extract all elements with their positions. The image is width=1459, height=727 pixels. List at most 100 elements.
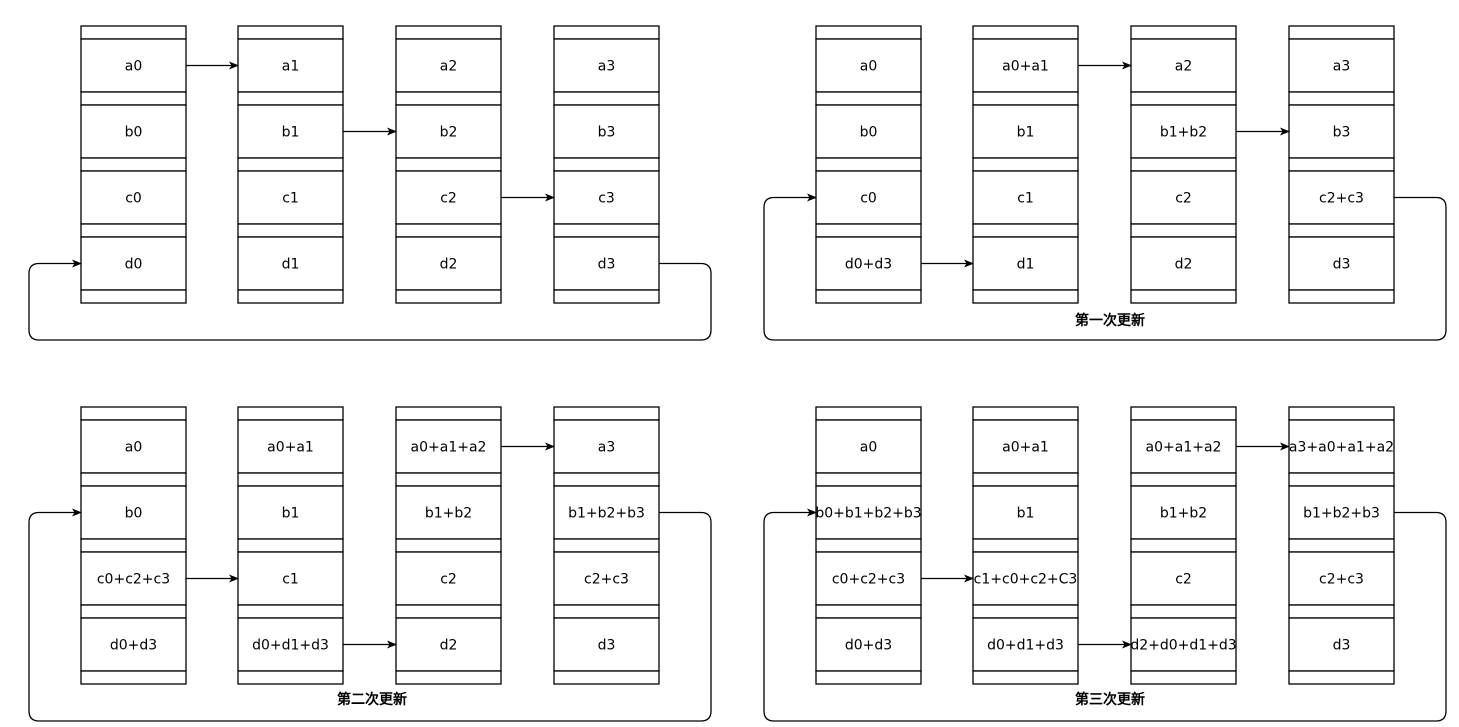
column-bottom-cap xyxy=(972,289,1079,304)
column-bottom-cap xyxy=(1288,289,1395,304)
chunk-label: a0 xyxy=(125,440,143,456)
cell-separator xyxy=(1130,604,1237,619)
cell-separator xyxy=(1288,472,1395,487)
column-bottom-cap xyxy=(395,670,502,685)
chunk-label: b1+b2+b3 xyxy=(568,506,645,522)
cell-separator xyxy=(553,157,660,172)
column-top-cap xyxy=(815,406,922,421)
chunk-label: c1+c0+c2+C3 xyxy=(974,572,1078,588)
chunk-label: a2 xyxy=(1175,59,1193,75)
chunk-label: a3 xyxy=(598,59,616,75)
chunk-label: c2 xyxy=(1175,572,1192,588)
chunk-label: a2 xyxy=(440,59,458,75)
column-top-cap xyxy=(553,25,660,40)
chunk-cell xyxy=(1130,485,1237,540)
chunk-label: d2 xyxy=(440,257,458,273)
chunk-label: b1 xyxy=(1017,125,1035,141)
chunk-label: d0 xyxy=(125,257,143,273)
cell-separator xyxy=(237,157,344,172)
chunk-cell xyxy=(815,38,922,93)
cell-separator xyxy=(237,538,344,553)
cell-separator xyxy=(237,472,344,487)
chunk-label: c1 xyxy=(282,191,299,207)
chunk-label: d3 xyxy=(1333,257,1351,273)
chunk-cell xyxy=(972,419,1079,474)
chunk-label: d0+d1+d3 xyxy=(252,638,329,654)
cell-separator xyxy=(972,604,1079,619)
column-top-cap xyxy=(80,406,187,421)
cell-separator xyxy=(1288,91,1395,106)
panel-caption-3: 第三次更新 xyxy=(1075,691,1145,708)
cell-separator xyxy=(553,538,660,553)
column-top-cap xyxy=(1288,406,1395,421)
chunk-label: b1 xyxy=(282,506,300,522)
cell-separator xyxy=(80,472,187,487)
chunk-cell xyxy=(815,419,922,474)
chunk-label: c2+c3 xyxy=(584,572,629,588)
cell-separator xyxy=(1288,223,1395,238)
panel-1: a0b0c0d0+d3a0+a1b1c1d1a2b1+b2c2d2a3b3c2+… xyxy=(763,25,1447,341)
chunk-cell xyxy=(553,485,660,540)
chunk-cell xyxy=(1288,38,1395,93)
column-top-cap xyxy=(80,25,187,40)
chunk-cell xyxy=(237,485,344,540)
cell-separator xyxy=(80,604,187,619)
cell-separator xyxy=(972,538,1079,553)
chunk-label: b0 xyxy=(860,125,878,141)
chunk-label: a3 xyxy=(598,440,616,456)
column-bottom-cap xyxy=(972,670,1079,685)
chunk-label: a0+a1+a2 xyxy=(1146,440,1222,456)
chunk-label: d2 xyxy=(440,638,458,654)
chunk-label: d2 xyxy=(1175,257,1193,273)
chunk-label: a0 xyxy=(860,440,878,456)
column-top-cap xyxy=(972,406,1079,421)
chunk-cell xyxy=(1288,551,1395,606)
chunk-cell xyxy=(80,419,187,474)
chunk-label: d1 xyxy=(1017,257,1035,273)
chunk-label: b0 xyxy=(125,125,143,141)
cell-separator xyxy=(815,472,922,487)
column-bottom-cap xyxy=(1130,289,1237,304)
chunk-cell xyxy=(80,170,187,225)
chunk-label: d0+d3 xyxy=(110,638,157,654)
chunk-label: b1+b2 xyxy=(1160,506,1207,522)
cell-separator xyxy=(815,91,922,106)
cell-separator xyxy=(80,157,187,172)
column-bottom-cap xyxy=(815,289,922,304)
cell-separator xyxy=(395,538,502,553)
chunk-label: b3 xyxy=(1333,125,1351,141)
cell-separator xyxy=(972,472,1079,487)
cell-separator xyxy=(1288,538,1395,553)
cell-separator xyxy=(1130,223,1237,238)
chunk-label: d2+d0+d1+d3 xyxy=(1130,638,1236,654)
chunk-cell xyxy=(80,38,187,93)
chunk-cell xyxy=(395,236,502,291)
chunk-label: a0 xyxy=(860,59,878,75)
chunk-cell xyxy=(553,617,660,672)
panel-2: a0b0c0+c2+c3d0+d3a0+a1b1c1d0+d1+d3a0+a1+… xyxy=(28,406,712,722)
chunk-cell xyxy=(1288,170,1395,225)
chunk-label: a0+a1+a2 xyxy=(411,440,487,456)
chunk-cell xyxy=(80,236,187,291)
chunk-label: a3+a0+a1+a2 xyxy=(1289,440,1394,456)
column-2: a0+a1+a2 b1+b2 c2 d2+d0+d1+d3 xyxy=(1130,406,1237,685)
chunk-cell xyxy=(815,170,922,225)
chunk-cell xyxy=(1130,617,1237,672)
chunk-cell xyxy=(395,551,502,606)
chunk-cell xyxy=(553,551,660,606)
chunk-label: a0+a1 xyxy=(267,440,314,456)
chunk-cell xyxy=(1130,551,1237,606)
chunk-label: c2+c3 xyxy=(1319,191,1364,207)
chunk-cell xyxy=(237,617,344,672)
chunk-label: a1 xyxy=(282,59,300,75)
chunk-label: b1 xyxy=(282,125,300,141)
cell-separator xyxy=(395,157,502,172)
cell-separator xyxy=(1288,604,1395,619)
cell-separator xyxy=(1130,472,1237,487)
chunk-cell xyxy=(237,236,344,291)
cell-separator xyxy=(237,604,344,619)
wraparound-arrow xyxy=(28,508,712,722)
chunk-label: c0+c2+c3 xyxy=(832,572,905,588)
